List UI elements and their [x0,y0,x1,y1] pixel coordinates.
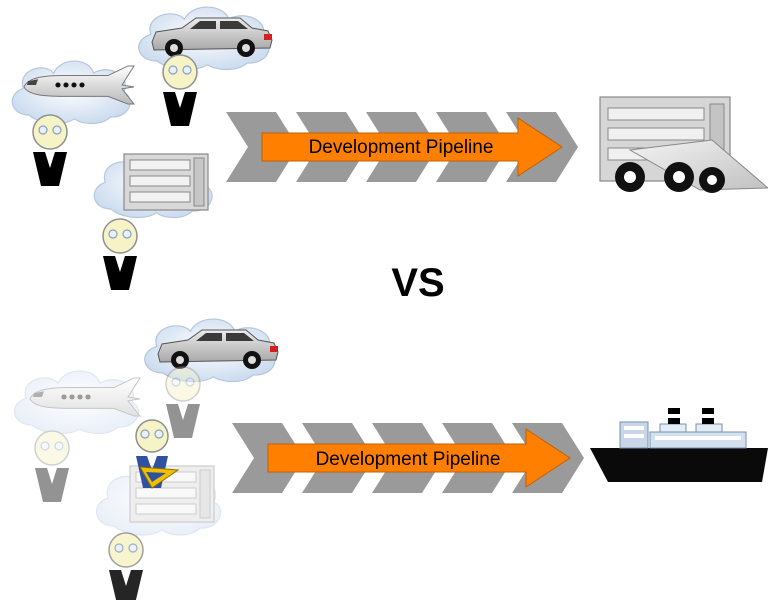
faded-ideas [13,366,222,536]
pipeline-label: Development Pipeline [316,449,501,470]
person-icon [162,54,198,127]
bottom-scene: Development Pipeline [13,318,768,600]
person-icon [102,218,138,291]
top-scene: Development Pipeline [11,6,768,291]
vs-label: VS [391,261,444,305]
person-icon [108,532,144,600]
truck-icon [599,96,768,193]
pipeline-arrow [267,428,571,488]
decision-maker-icon [135,419,180,489]
person-icon [34,430,70,503]
pipeline-label: Development Pipeline [309,137,494,158]
person-icon [32,114,68,187]
pipeline-arrow [261,117,563,177]
server-rack-icon [123,153,209,211]
ship-icon [590,408,768,482]
person-icon [165,366,201,439]
